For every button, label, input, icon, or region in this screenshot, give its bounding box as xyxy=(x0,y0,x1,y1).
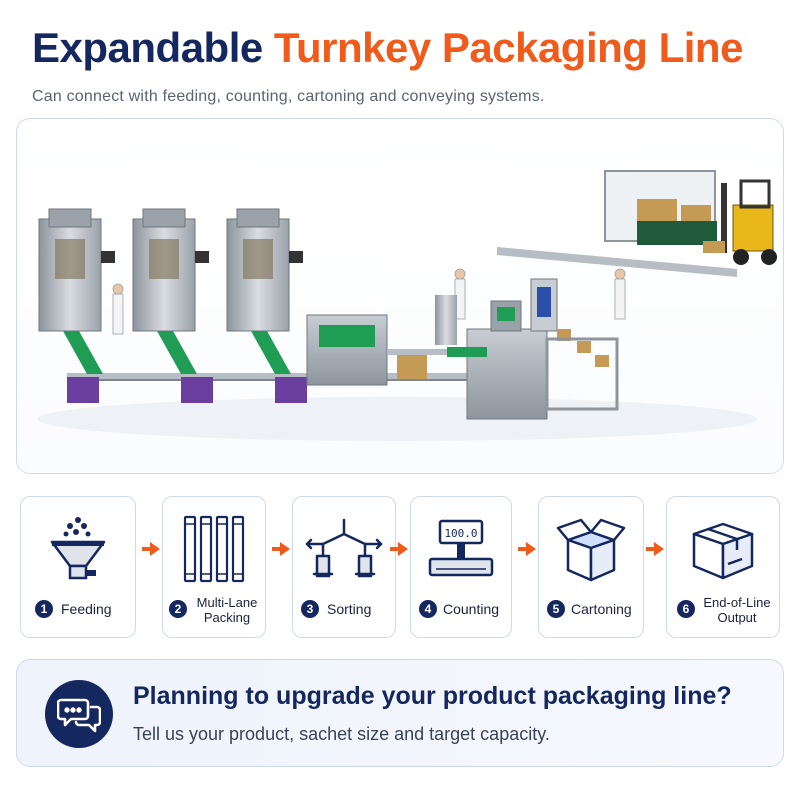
vffs-machine-3 xyxy=(226,208,307,403)
vffs-machine-1 xyxy=(38,208,115,403)
cta-banner[interactable]: Planning to upgrade your product packagi… xyxy=(16,659,784,767)
open-carton-icon xyxy=(539,505,643,593)
packaging-line-illustration xyxy=(37,170,777,441)
page-subtitle: Can connect with feeding, counting, cart… xyxy=(32,88,545,105)
step-label: Multi-Lane Packing xyxy=(196,595,258,625)
step-feeding: 1 Feeding xyxy=(20,496,136,638)
step-number: 2 xyxy=(169,600,187,618)
flow-arrow-icon xyxy=(272,542,290,556)
title-navy-part: Expandable xyxy=(32,24,263,71)
step-label: Counting xyxy=(443,601,500,617)
chat-bubbles-icon xyxy=(45,680,113,748)
vffs-machine-2 xyxy=(132,208,213,403)
sorting-arrows-icon xyxy=(293,505,395,593)
step-number: 4 xyxy=(419,600,437,618)
scale-readout: 100.0 xyxy=(444,527,477,540)
step-label: Sorting xyxy=(327,601,372,617)
step-number: 5 xyxy=(547,600,565,618)
step-number: 1 xyxy=(35,600,53,618)
process-steps: 1 Feeding 2 Multi-Lane Packing xyxy=(20,496,780,638)
step-end-of-line-output: 6 End-of-Line Output xyxy=(666,496,780,638)
palletizer-cell xyxy=(604,170,717,245)
cartoning-machine xyxy=(447,278,558,420)
sorting-station xyxy=(306,295,457,386)
stick-packs-icon xyxy=(163,505,265,593)
step-counting: 100.0 4 Counting xyxy=(410,496,512,638)
step-label: Cartoning xyxy=(571,601,632,617)
flow-arrow-icon xyxy=(646,542,664,556)
flow-arrow-icon xyxy=(142,542,160,556)
flow-arrow-icon xyxy=(518,542,536,556)
flow-arrow-icon xyxy=(390,542,408,556)
step-label: Feeding xyxy=(61,601,112,617)
cta-heading: Planning to upgrade your product packagi… xyxy=(133,682,732,710)
hero-image-panel xyxy=(16,118,784,474)
step-cartoning: 5 Cartoning xyxy=(538,496,644,638)
title-orange-part: Turnkey Packaging Line xyxy=(273,24,744,71)
forklift xyxy=(703,179,777,265)
step-multi-lane-packing: 2 Multi-Lane Packing xyxy=(162,496,266,638)
step-number: 3 xyxy=(301,600,319,618)
page-title: Expandable Turnkey Packaging Line xyxy=(32,24,743,72)
cta-body: Tell us your product, sachet size and ta… xyxy=(133,724,550,744)
step-label: End-of-Line Output xyxy=(703,595,771,625)
sealed-box-icon xyxy=(667,505,779,593)
step-number: 6 xyxy=(677,600,695,618)
hopper-icon xyxy=(21,505,135,593)
scale-icon: 100.0 xyxy=(411,505,511,593)
step-sorting: 3 Sorting xyxy=(292,496,396,638)
